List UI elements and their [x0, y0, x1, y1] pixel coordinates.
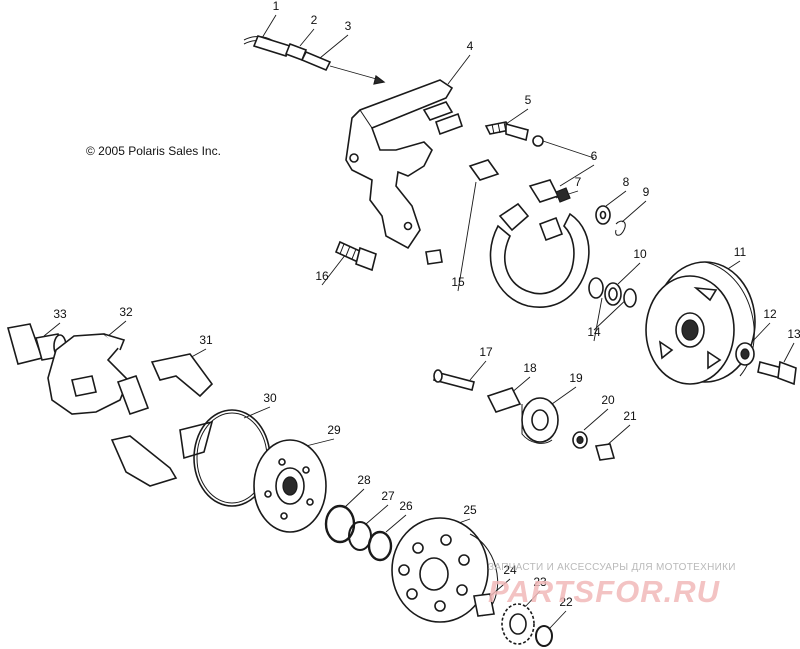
callout-19: 19	[569, 371, 583, 385]
watermark-logo: PARTSFOR.RU	[488, 574, 721, 609]
drive-sprocket	[501, 603, 535, 645]
leader-line-26	[385, 514, 407, 533]
leader-line-8	[605, 190, 627, 207]
leader-line-32	[107, 320, 127, 337]
brake-cable	[243, 35, 386, 85]
callout-4: 4	[467, 39, 474, 53]
callout-13: 13	[787, 327, 800, 341]
leader-line-16	[321, 253, 347, 286]
leader-line-6	[559, 164, 595, 187]
leader-line-27	[365, 504, 389, 525]
callout-8: 8	[623, 175, 630, 189]
shims	[588, 277, 637, 308]
callout-26: 26	[399, 499, 413, 513]
leader-line-1	[261, 14, 277, 39]
leader-line-20	[583, 408, 609, 431]
bearing-sleeve	[473, 593, 495, 617]
leader-line-9	[621, 200, 647, 223]
callout-21: 21	[623, 409, 637, 423]
leader-line-22	[549, 610, 567, 629]
callout-1: 1	[273, 0, 280, 13]
leader-line-17	[469, 360, 487, 381]
leader-line-10	[617, 262, 641, 285]
callout-5: 5	[525, 93, 532, 107]
leader-line-19	[551, 386, 577, 405]
bracket-bolt	[334, 240, 377, 272]
callout-22: 22	[559, 595, 573, 609]
callout-3: 3	[345, 19, 352, 33]
callout-9: 9	[643, 185, 650, 199]
watermark-caption: ЗАПЧАСТИ И АКСЕССУАРЫ ДЛЯ МОТОТЕХНИКИ	[488, 562, 736, 573]
callout-28: 28	[357, 473, 371, 487]
leader-line-24	[487, 578, 511, 599]
leader-line-21	[605, 424, 631, 447]
drum-washer	[735, 342, 755, 366]
callout-12: 12	[763, 307, 777, 321]
callout-17: 17	[479, 345, 493, 359]
callout-2: 2	[311, 13, 318, 27]
callout-27: 27	[381, 489, 395, 503]
snap-ring	[535, 625, 553, 647]
leader-line-33	[43, 322, 61, 337]
callout-14: 14	[587, 325, 601, 339]
leader-line-29	[305, 438, 335, 447]
clutch-shoes	[110, 353, 214, 487]
callout-25: 25	[463, 503, 477, 517]
brake-drum	[645, 261, 756, 385]
drum-bolt	[757, 360, 797, 386]
callout-29: 29	[327, 423, 341, 437]
callout-10: 10	[633, 247, 647, 261]
leader-line-2	[299, 28, 315, 47]
leader-line-4	[447, 54, 471, 85]
callout-16: 16	[315, 269, 329, 283]
copyright-notice: © 2005 Polaris Sales Inc.	[86, 144, 221, 158]
callout-32: 32	[119, 305, 133, 319]
leader-line-13	[783, 342, 795, 363]
clutch-carrier	[47, 333, 129, 415]
idler-hardware	[433, 369, 616, 461]
callout-7: 7	[575, 175, 582, 189]
leader-line-23	[523, 590, 541, 609]
clutch-hub-plate	[253, 439, 327, 533]
brake-bracket	[345, 79, 500, 265]
callout-33: 33	[53, 307, 67, 321]
cable-pin	[528, 179, 571, 242]
leader-line-14	[593, 297, 603, 342]
callout-30: 30	[263, 391, 277, 405]
o-rings	[324, 504, 393, 562]
callout-20: 20	[601, 393, 615, 407]
callout-23: 23	[533, 575, 547, 589]
washer-and-clip	[595, 205, 626, 236]
callout-6: 6	[591, 149, 598, 163]
callout-31: 31	[199, 333, 213, 347]
leader-lines	[43, 14, 795, 629]
callout-24: 24	[503, 563, 517, 577]
leader-line-extra-1	[539, 139, 595, 159]
leader-line-5	[505, 108, 529, 125]
leader-line-3	[319, 34, 349, 59]
callout-15: 15	[451, 275, 465, 289]
leader-line-15	[457, 181, 477, 292]
brake-band	[489, 202, 590, 308]
callout-18: 18	[523, 361, 537, 375]
leader-line-30	[243, 406, 271, 419]
return-spring	[484, 121, 544, 147]
clutch-drum	[391, 517, 499, 623]
leader-line-28	[343, 488, 365, 509]
callout-11: 11	[734, 245, 747, 259]
